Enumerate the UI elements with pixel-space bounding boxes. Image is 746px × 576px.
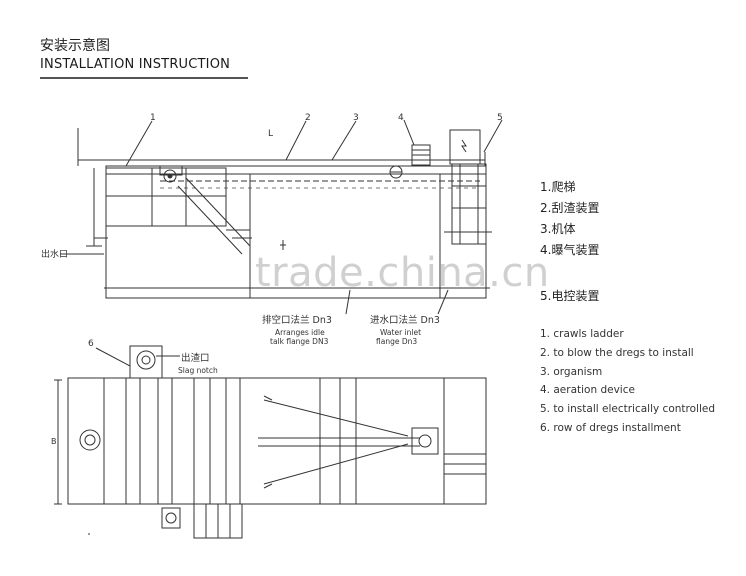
callout-2: 2	[305, 113, 311, 123]
flange-inlet-cn: 进水口法兰 Dn3	[370, 314, 440, 326]
slag-notch-cn: 出渣口	[181, 352, 210, 364]
elevation-view	[60, 119, 503, 315]
title-underline	[40, 77, 248, 79]
legend-en-item-1: 1. crawls ladder	[540, 328, 624, 340]
flange-idle-en-1: Arranges idle	[275, 328, 325, 337]
legend-en-item-4: 4. aeration device	[540, 384, 635, 396]
legend-en-item-5: 5. to install electrically controlled	[540, 403, 715, 415]
callout-4: 4	[398, 113, 404, 123]
plan-labels: 6 出渣口 Slag notch B	[51, 339, 218, 446]
legend-cn-item-1: 1.爬梯	[540, 180, 576, 194]
slag-notch-en: Slag notch	[178, 366, 218, 375]
title-chinese: 安装示意图	[40, 38, 110, 54]
callout-3: 3	[353, 113, 359, 123]
flange-inlet-en-2: flange Dn3	[376, 337, 417, 346]
width-mark: B	[51, 437, 57, 446]
legend-en-item-2: 2. to blow the dregs to install	[540, 347, 694, 359]
callout-6: 6	[88, 339, 94, 349]
plan-view	[54, 345, 487, 539]
legend-cn-item-2: 2.刮渣装置	[540, 201, 600, 215]
title-english: INSTALLATION INSTRUCTION	[40, 57, 231, 72]
watermark: trade.china.cn	[255, 250, 550, 296]
length-label: L	[268, 129, 273, 139]
legend-en-item-6: 6. row of dregs installment	[540, 422, 681, 434]
flange-idle-cn: 排空口法兰 Dn3	[262, 314, 332, 326]
callout-5: 5	[497, 113, 503, 123]
legend-cn-item-3: 3.机体	[540, 222, 576, 236]
flange-inlet-en-1: Water inlet	[380, 328, 421, 337]
left-cut-text: 出水口	[41, 248, 68, 260]
legend-cn-item-5: 5.电控装置	[540, 289, 600, 303]
legend-en-item-3: 3. organism	[540, 366, 603, 378]
flange-idle-en-2: talk flange DN3	[270, 337, 329, 346]
elevation-labels: 1 2 3 4 5 L 出水口 排空口法兰 Dn3 Arranges idle …	[41, 113, 503, 346]
callout-1: 1	[150, 113, 156, 123]
legend-cn-item-4: 4.曝气装置	[540, 243, 600, 257]
